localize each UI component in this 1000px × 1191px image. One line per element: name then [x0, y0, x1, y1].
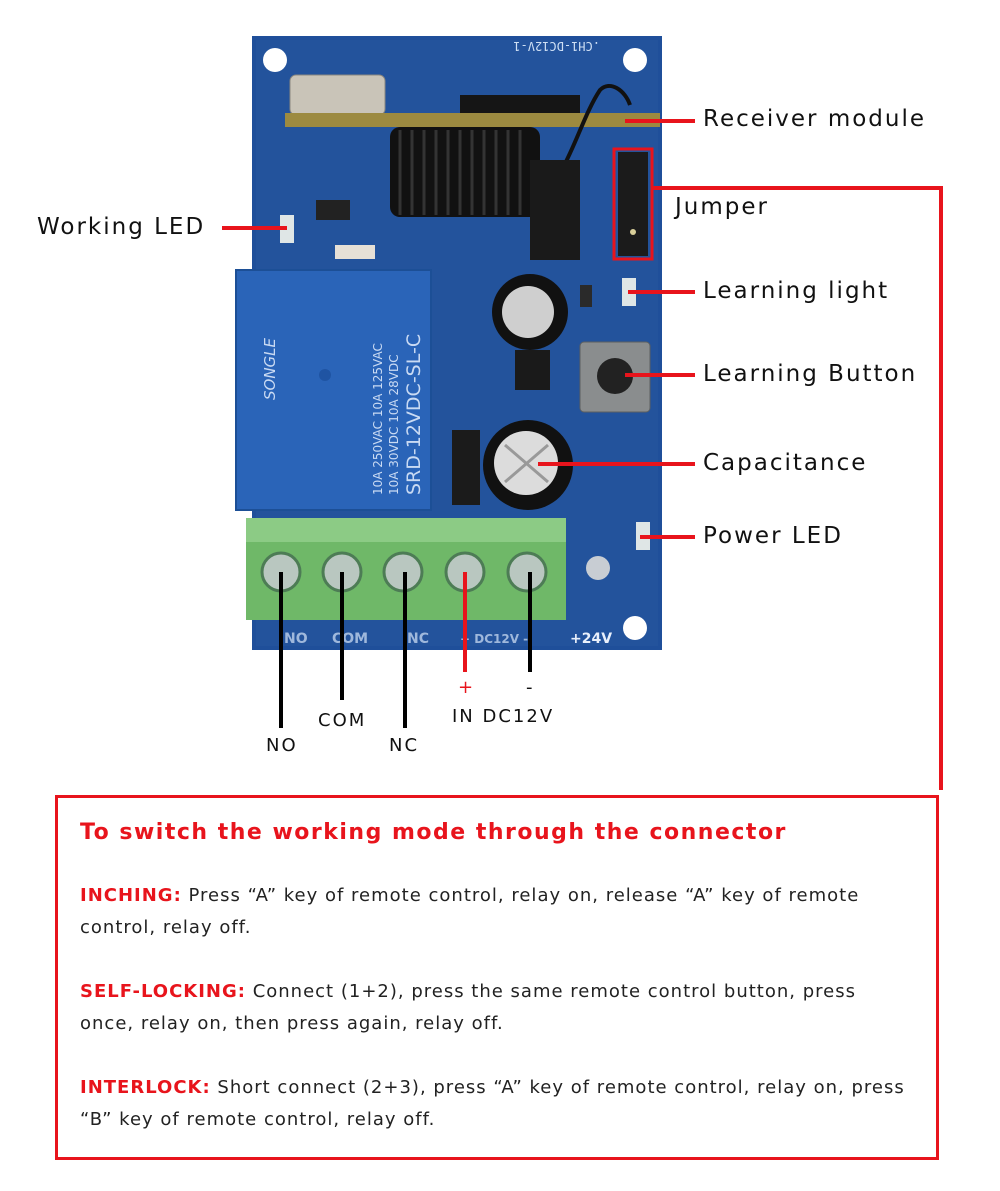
mode-text: Short connect (2+3), press “A” key of re… — [80, 1077, 905, 1130]
relay-model: SRD-12VDC-SL-C — [403, 334, 425, 495]
receiver-module — [285, 113, 660, 127]
mode-key: INCHING: — [80, 885, 182, 906]
mode-text: Press “A” key of remote control, relay o… — [80, 885, 860, 938]
relay-rating-1: 10A 250VAC 10A 125VAC — [371, 343, 385, 495]
mounting-hole — [623, 48, 647, 72]
leader-jumper — [652, 186, 943, 790]
silk-no: NO — [284, 631, 308, 647]
terminal-screw-minus — [506, 551, 548, 593]
silk-com: COM — [332, 631, 368, 647]
relay-brand: SONGLE — [261, 337, 279, 400]
label-learning-button: Learning Button — [703, 361, 918, 387]
mode-interlock: INTERLOCK: Short connect (2+3), press “A… — [80, 1072, 910, 1136]
label-capacitance: Capacitance — [703, 450, 868, 476]
silkscreen-top: .CH1-DC12V-1 — [513, 39, 600, 53]
mode-inching: INCHING: Press “A” key of remote control… — [80, 880, 910, 944]
mode-key: INTERLOCK: — [80, 1077, 211, 1098]
crystal — [289, 74, 386, 116]
mounting-hole — [623, 616, 647, 640]
mounting-hole — [263, 48, 287, 72]
relay — [235, 269, 432, 511]
modes-title: To switch the working mode through the c… — [80, 820, 787, 845]
relay-board-diagram: .CH1-DC12V-1 SONG — [222, 36, 943, 790]
label-jumper: Jumper — [675, 194, 769, 220]
silk-nc: NC — [407, 631, 429, 647]
wire-label-com: COM — [318, 710, 367, 731]
jumper-header — [618, 152, 648, 256]
label-power-led: Power LED — [703, 523, 843, 549]
label-learning-light: Learning light — [703, 278, 890, 304]
mode-text: Connect (1+2), press the same remote con… — [80, 981, 856, 1034]
wire-label-plus: + — [458, 677, 476, 698]
decoder-ic — [530, 160, 580, 260]
antenna-coil — [390, 84, 632, 217]
working-mode-box: To switch the working mode through the c… — [55, 795, 939, 1160]
mode-key: SELF-LOCKING: — [80, 981, 246, 1002]
mode-self-locking: SELF-LOCKING: Connect (1+2), press the s… — [80, 976, 910, 1040]
silk-dc12v: + DC12V - — [460, 632, 528, 646]
label-working-led: Working LED — [37, 214, 206, 240]
wire-label-no: NO — [266, 735, 298, 756]
wire-label-nc: NC — [389, 735, 420, 756]
jumper-highlight — [612, 147, 654, 261]
wire-label-input: IN DC12V — [452, 706, 555, 727]
relay-rating-2: 10A 30VDC 10A 28VDC — [387, 354, 401, 495]
wire-label-minus: - — [526, 677, 535, 698]
label-receiver-module: Receiver module — [703, 106, 927, 132]
silk-24v: +24V — [570, 631, 612, 647]
